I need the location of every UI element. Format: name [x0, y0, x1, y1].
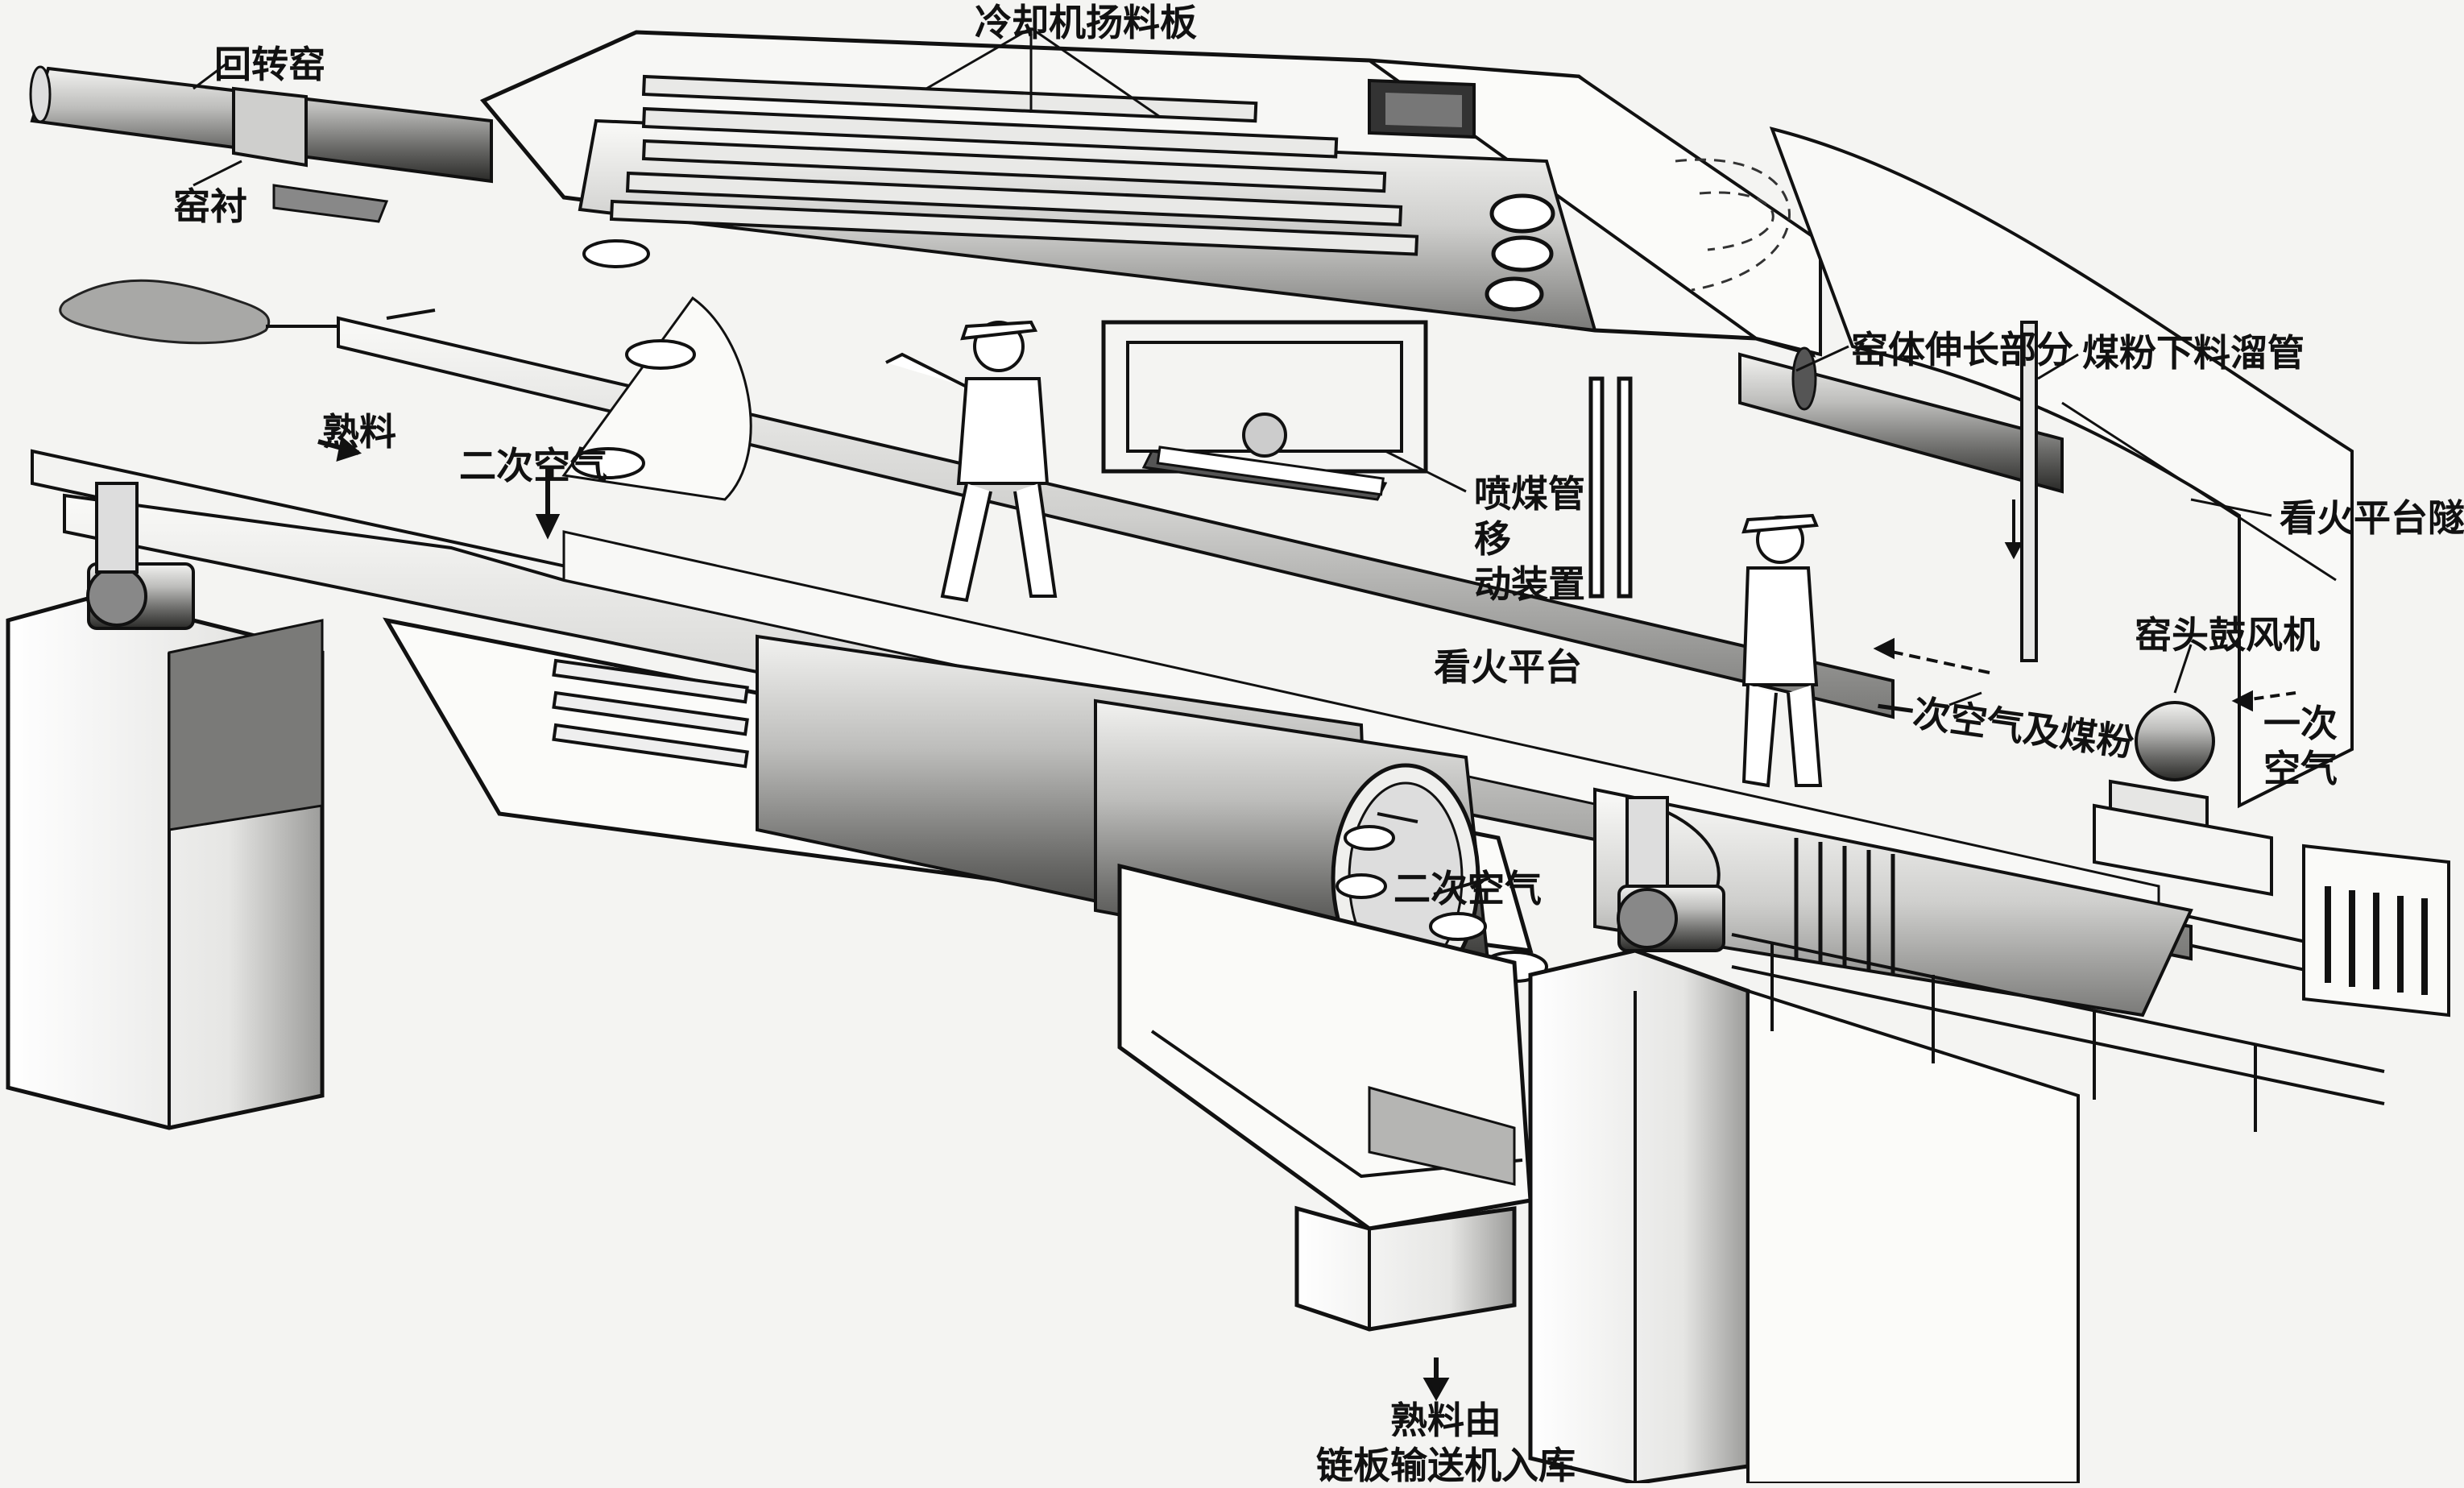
label-kiln-head-blower: 窑头鼓风机	[2135, 613, 2320, 657]
label-clinker-out: 熟料由 链板输送机入库	[1313, 1398, 1579, 1488]
hood-dome	[561, 239, 752, 501]
label-coal-pipe-mover-line1: 喷煤管移	[1474, 472, 1585, 561]
drive-motor-right	[1617, 796, 1725, 952]
label-kiln-extension: 窑体伸长部分	[1851, 328, 2073, 371]
pier-center	[1294, 1205, 1517, 1332]
label-clinker: 熟料	[322, 410, 396, 454]
upper-cooler-housing	[479, 30, 1822, 358]
fire-platform-tunnel	[1769, 126, 2354, 809]
clinker-hopper	[1117, 863, 1533, 1231]
railing	[1731, 933, 2385, 1132]
coal-pipe-mover	[1101, 320, 1428, 501]
pier-right	[1528, 948, 2080, 1483]
label-fire-platform-tunnel: 看火平台隧道	[2280, 496, 2464, 540]
coal-chute-pipe	[2020, 321, 2038, 662]
pier-left	[6, 594, 325, 1130]
worker-lower	[1741, 513, 1823, 788]
label-coal-powder-chute: 煤粉下料溜管	[2082, 331, 2305, 375]
upper-kiln	[29, 65, 493, 223]
flow-arrows	[317, 309, 2296, 1402]
label-primary-air-line1: 一次	[2263, 702, 2338, 745]
leader-lines	[193, 27, 2272, 707]
burner-flame	[59, 279, 338, 345]
label-primary-air: 一次 空气	[2263, 701, 2352, 791]
label-secondary-air-bottom: 二次空气	[1394, 867, 1542, 910]
label-clinker-out-line1: 熟料由	[1390, 1399, 1501, 1442]
label-coal-pipe-mover-line2: 动装置	[1474, 562, 1585, 606]
label-kiln-lining: 窑衬	[173, 184, 247, 228]
label-clinker-out-line2: 链板输送机入库	[1316, 1444, 1576, 1487]
label-secondary-air-top: 二次空气	[459, 444, 607, 487]
label-fire-platform: 看火平台	[1434, 645, 1582, 689]
label-primary-air-line2: 空气	[2263, 747, 2338, 790]
kiln-head-blower	[2093, 701, 2273, 897]
label-rotary-kiln: 回转窑	[214, 43, 325, 86]
label-cooler-lifters: 冷却机扬料板	[975, 1, 1197, 44]
platform-columns	[1588, 376, 1633, 599]
kiln-lower-right	[1593, 787, 2193, 1018]
label-coal-pipe-mover: 喷煤管移 动装置	[1474, 471, 1619, 607]
end-grille	[2302, 843, 2450, 1018]
worker-upper	[885, 320, 1058, 603]
drive-motor-left	[86, 482, 195, 630]
